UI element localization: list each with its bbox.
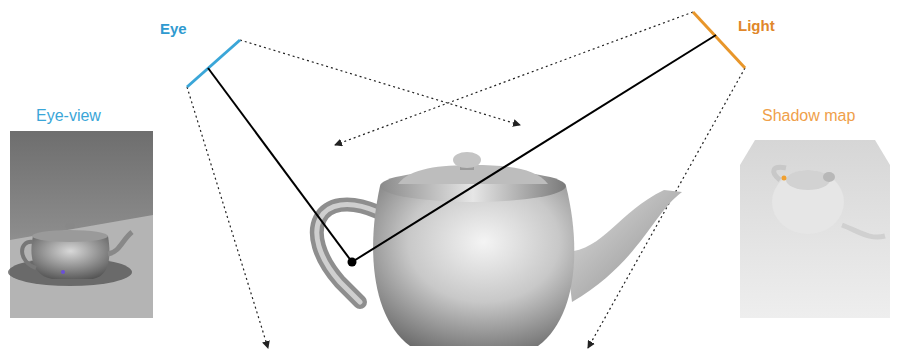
surface-point bbox=[348, 258, 357, 267]
light-label: Light bbox=[738, 17, 775, 35]
eye-view-label: Eye-view bbox=[36, 106, 101, 125]
light-ray bbox=[352, 35, 716, 262]
eye-plane bbox=[187, 40, 240, 87]
eye-view-image bbox=[8, 131, 153, 318]
frustum-lines bbox=[187, 12, 745, 348]
eye-label: Eye bbox=[160, 20, 187, 38]
eye-ray bbox=[208, 68, 352, 262]
light-plane bbox=[693, 12, 745, 68]
shadow-map-image bbox=[740, 131, 890, 318]
shadow-map-label: Shadow map bbox=[762, 106, 855, 125]
